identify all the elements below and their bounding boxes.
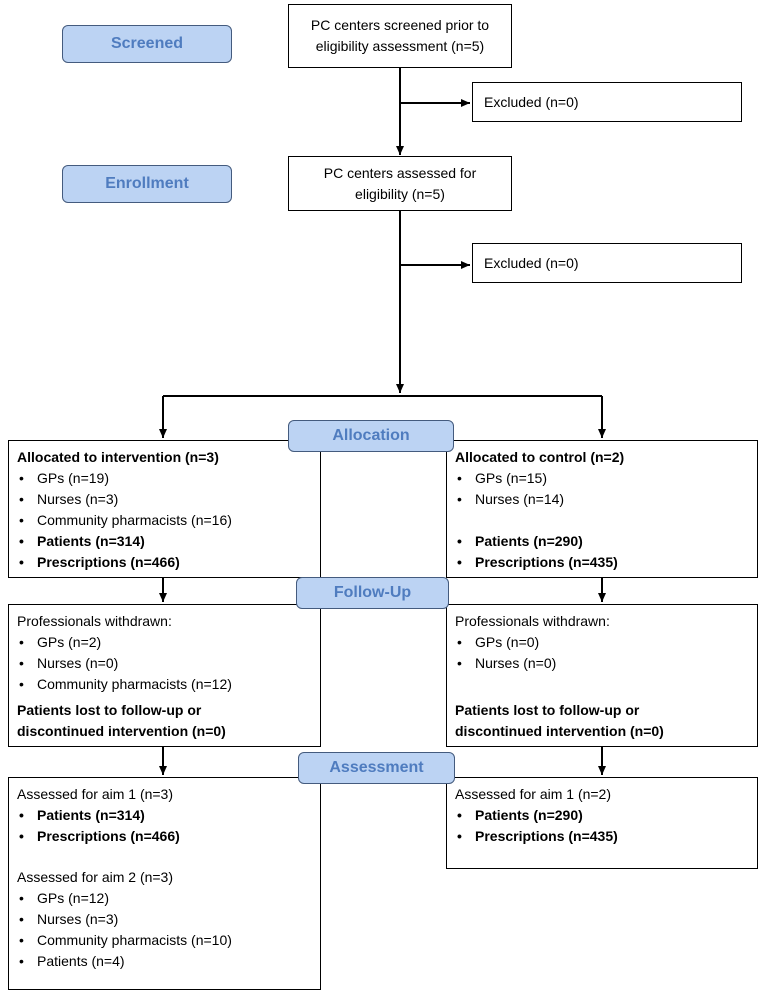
list-item: Nurses (n=14) bbox=[455, 489, 749, 510]
list-item: Patients (n=314) bbox=[17, 531, 312, 552]
list-item: Community pharmacists (n=16) bbox=[17, 510, 312, 531]
stage-allocation: Allocation bbox=[288, 420, 454, 452]
list-item: Nurses (n=0) bbox=[455, 653, 749, 674]
intervention-aim1-title: Assessed for aim 1 (n=3) bbox=[17, 786, 174, 802]
list-item: GPs (n=0) bbox=[455, 632, 749, 653]
control-lost-line-2: discontinued intervention (n=0) bbox=[455, 723, 664, 739]
stage-followup: Follow-Up bbox=[296, 577, 449, 609]
list-item: Nurses (n=0) bbox=[17, 653, 312, 674]
control-followup-box: Professionals withdrawn: GPs (n=0) Nurse… bbox=[446, 604, 758, 747]
stage-screened: Screened bbox=[62, 25, 232, 63]
excluded-1-label: Excluded (n=0) bbox=[484, 93, 579, 110]
list-item: Patients (n=314) bbox=[17, 805, 312, 826]
list-item: Prescriptions (n=435) bbox=[455, 552, 749, 573]
intervention-lost-line-2: discontinued intervention (n=0) bbox=[17, 723, 226, 739]
list-item: GPs (n=15) bbox=[455, 468, 749, 489]
intervention-allocated-title: Allocated to intervention (n=3) bbox=[17, 449, 219, 465]
assessed-line-2: eligibility (n=5) bbox=[355, 185, 445, 202]
stage-assessment-label: Assessment bbox=[329, 759, 424, 776]
stage-allocation-label: Allocation bbox=[332, 427, 410, 444]
list-item: Community pharmacists (n=10) bbox=[17, 930, 312, 951]
excluded-box-2: Excluded (n=0) bbox=[472, 243, 742, 283]
list-item: GPs (n=19) bbox=[17, 468, 312, 489]
stage-enrollment-label: Enrollment bbox=[105, 175, 189, 192]
control-aim1-title: Assessed for aim 1 (n=2) bbox=[455, 786, 612, 802]
control-allocation-box: Allocated to control (n=2) GPs (n=15) Nu… bbox=[446, 440, 758, 578]
stage-enrollment: Enrollment bbox=[62, 165, 232, 203]
intervention-followup-box: Professionals withdrawn: GPs (n=2) Nurse… bbox=[8, 604, 321, 747]
intervention-lost-line-1: Patients lost to follow-up or bbox=[17, 702, 202, 718]
intervention-allocation-box: Allocated to intervention (n=3) GPs (n=1… bbox=[8, 440, 321, 578]
assessed-eligibility-box: PC centers assessed for eligibility (n=5… bbox=[288, 156, 512, 211]
list-item: GPs (n=12) bbox=[17, 888, 312, 909]
intervention-assessment-box: Assessed for aim 1 (n=3) Patients (n=314… bbox=[8, 777, 321, 990]
stage-assessment: Assessment bbox=[298, 752, 455, 784]
intervention-aim2-title: Assessed for aim 2 (n=3) bbox=[17, 869, 174, 885]
assessed-line-1: PC centers assessed for bbox=[323, 164, 477, 181]
stage-followup-label: Follow-Up bbox=[333, 584, 412, 601]
list-item: Patients (n=290) bbox=[455, 805, 749, 826]
stage-screened-label: Screened bbox=[110, 35, 184, 52]
excluded-box-1: Excluded (n=0) bbox=[472, 82, 742, 122]
list-item: Nurses (n=3) bbox=[17, 909, 312, 930]
list-item: Patients (n=4) bbox=[17, 951, 312, 972]
list-item: Prescriptions (n=466) bbox=[17, 826, 312, 847]
control-allocated-title: Allocated to control (n=2) bbox=[455, 449, 625, 465]
intervention-followup-title: Professionals withdrawn: bbox=[17, 613, 172, 629]
list-item: GPs (n=2) bbox=[17, 632, 312, 653]
screened-line-1: PC centers screened prior to bbox=[310, 17, 490, 33]
list-item: Prescriptions (n=466) bbox=[17, 552, 312, 573]
control-assessment-box: Assessed for aim 1 (n=2) Patients (n=290… bbox=[446, 777, 758, 869]
screened-box: PC centers screened prior to eligibility… bbox=[288, 4, 512, 68]
list-item: Community pharmacists (n=12) bbox=[17, 674, 312, 695]
list-item: Nurses (n=3) bbox=[17, 489, 312, 510]
control-lost-line-1: Patients lost to follow-up or bbox=[455, 702, 640, 718]
control-followup-title: Professionals withdrawn: bbox=[455, 613, 610, 629]
list-item: Patients (n=290) bbox=[455, 531, 749, 552]
list-item: Prescriptions (n=435) bbox=[455, 826, 749, 847]
screened-line-2: eligibility assessment (n=5) bbox=[315, 38, 485, 54]
excluded-2-label: Excluded (n=0) bbox=[484, 254, 579, 271]
